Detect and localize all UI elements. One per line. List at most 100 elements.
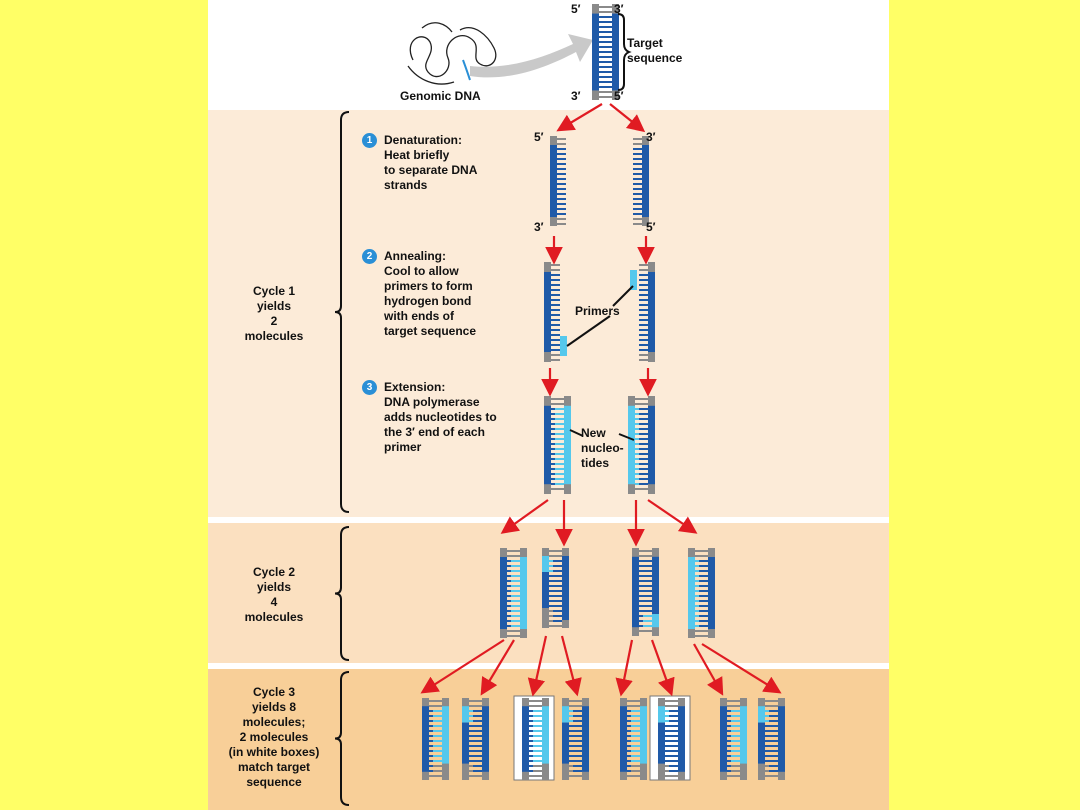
strand-rung <box>643 580 652 582</box>
strand-rung <box>669 720 678 722</box>
strand-segment <box>648 272 655 352</box>
strand-rung <box>639 344 648 346</box>
genomic-dna-squiggle <box>407 22 497 85</box>
strand-rung <box>511 635 520 637</box>
strand-rung <box>573 765 582 767</box>
right-strand <box>699 548 715 638</box>
new-nucleotides-label: New nucleo- tides <box>581 426 624 471</box>
strand-rung <box>639 339 648 341</box>
strand-rung <box>699 570 708 572</box>
strand-rung <box>669 770 678 772</box>
cycle3-label-line: molecules; <box>242 715 306 729</box>
strand-rung <box>699 620 708 622</box>
cycle3-label-line: sequence <box>246 775 302 789</box>
strand-rung <box>433 760 442 762</box>
strand-segment <box>620 706 627 772</box>
strand-rung <box>631 700 640 702</box>
strand-rung <box>473 740 482 742</box>
strand-rung <box>573 745 582 747</box>
denat-five-prime-left: 5′ <box>534 130 544 144</box>
strand-rung <box>639 408 648 410</box>
strand-rung <box>555 403 564 405</box>
strand-rung <box>555 448 564 450</box>
strand-rung <box>669 750 678 752</box>
strand-segment <box>740 706 747 764</box>
strand-rung <box>511 550 520 552</box>
red-arrow <box>609 103 646 133</box>
strand-rung <box>669 735 678 737</box>
right-strand <box>553 548 569 628</box>
strand-rung <box>631 750 640 752</box>
strand-rung <box>699 575 708 577</box>
strand-segment <box>658 722 665 764</box>
strand-rung <box>699 610 708 612</box>
strand-rung <box>573 705 582 707</box>
strand-rung <box>533 710 542 712</box>
strand-rung <box>557 178 566 180</box>
cycle2-label-line: yields <box>256 580 292 594</box>
strand-rung <box>557 168 566 170</box>
strand-rung <box>639 309 648 311</box>
strand-rung <box>731 715 740 717</box>
strand-rung <box>553 570 562 572</box>
denat-three-prime-left: 3′ <box>534 220 544 234</box>
strand-rung <box>533 725 542 727</box>
strand-rung <box>557 183 566 185</box>
right-strand <box>631 698 647 780</box>
strand-segment <box>562 706 569 723</box>
strand-rung <box>731 755 740 757</box>
strand-rung <box>769 765 778 767</box>
strand-rung <box>639 359 648 361</box>
red-arrow <box>693 643 724 696</box>
strand-rung <box>573 720 582 722</box>
strand-rung <box>551 329 560 331</box>
strand-rung <box>557 198 566 200</box>
cycle2-label: Cycle 2 yields 4 molecules <box>228 565 320 625</box>
strand-segment <box>542 572 549 608</box>
strand-rung <box>557 193 566 195</box>
strand-rung <box>633 178 642 180</box>
strand-segment <box>564 405 571 485</box>
step3-text: Extension: DNA polymerase adds nucleotid… <box>384 380 497 455</box>
strand-rung <box>573 700 582 702</box>
new-nucleotides-line: tides <box>581 456 610 470</box>
step3-line: DNA polymerase <box>384 395 480 409</box>
strand-rung <box>551 319 560 321</box>
strand-rung <box>603 6 612 8</box>
gray-arrow-icon <box>470 34 593 78</box>
step2-line: Cool to allow <box>384 264 459 278</box>
strand-rung <box>699 560 708 562</box>
cycle1-label-line: molecules <box>244 329 304 343</box>
new-nucleotides-pointer-left <box>569 429 584 437</box>
strand-segment <box>522 706 529 772</box>
strand-rung <box>473 735 482 737</box>
strand-rung <box>639 334 648 336</box>
strand-rung <box>631 715 640 717</box>
strand-rung <box>639 433 648 435</box>
strand-rung <box>533 720 542 722</box>
strand-rung <box>553 590 562 592</box>
strand-rung <box>633 138 642 140</box>
strand-rung <box>669 715 678 717</box>
strand-rung <box>631 775 640 777</box>
right-strand <box>731 698 747 780</box>
strand-rung <box>557 153 566 155</box>
strand-rung <box>669 745 678 747</box>
strand-rung <box>473 710 482 712</box>
strand-segment <box>550 145 557 217</box>
strand-rung <box>533 770 542 772</box>
strand-rung <box>639 438 648 440</box>
strand-segment <box>652 556 659 614</box>
cycle3-bracket <box>334 671 350 806</box>
strand-rung <box>551 294 560 296</box>
strand-rung <box>511 620 520 622</box>
strand-rung <box>669 740 678 742</box>
step2-title: Annealing: <box>384 249 446 263</box>
strand-rung <box>669 710 678 712</box>
strand-rung <box>699 615 708 617</box>
strand-segment <box>562 722 569 764</box>
strand-rung <box>731 750 740 752</box>
strand-rung <box>557 158 566 160</box>
strand-rung <box>603 91 612 93</box>
strand-rung <box>699 595 708 597</box>
